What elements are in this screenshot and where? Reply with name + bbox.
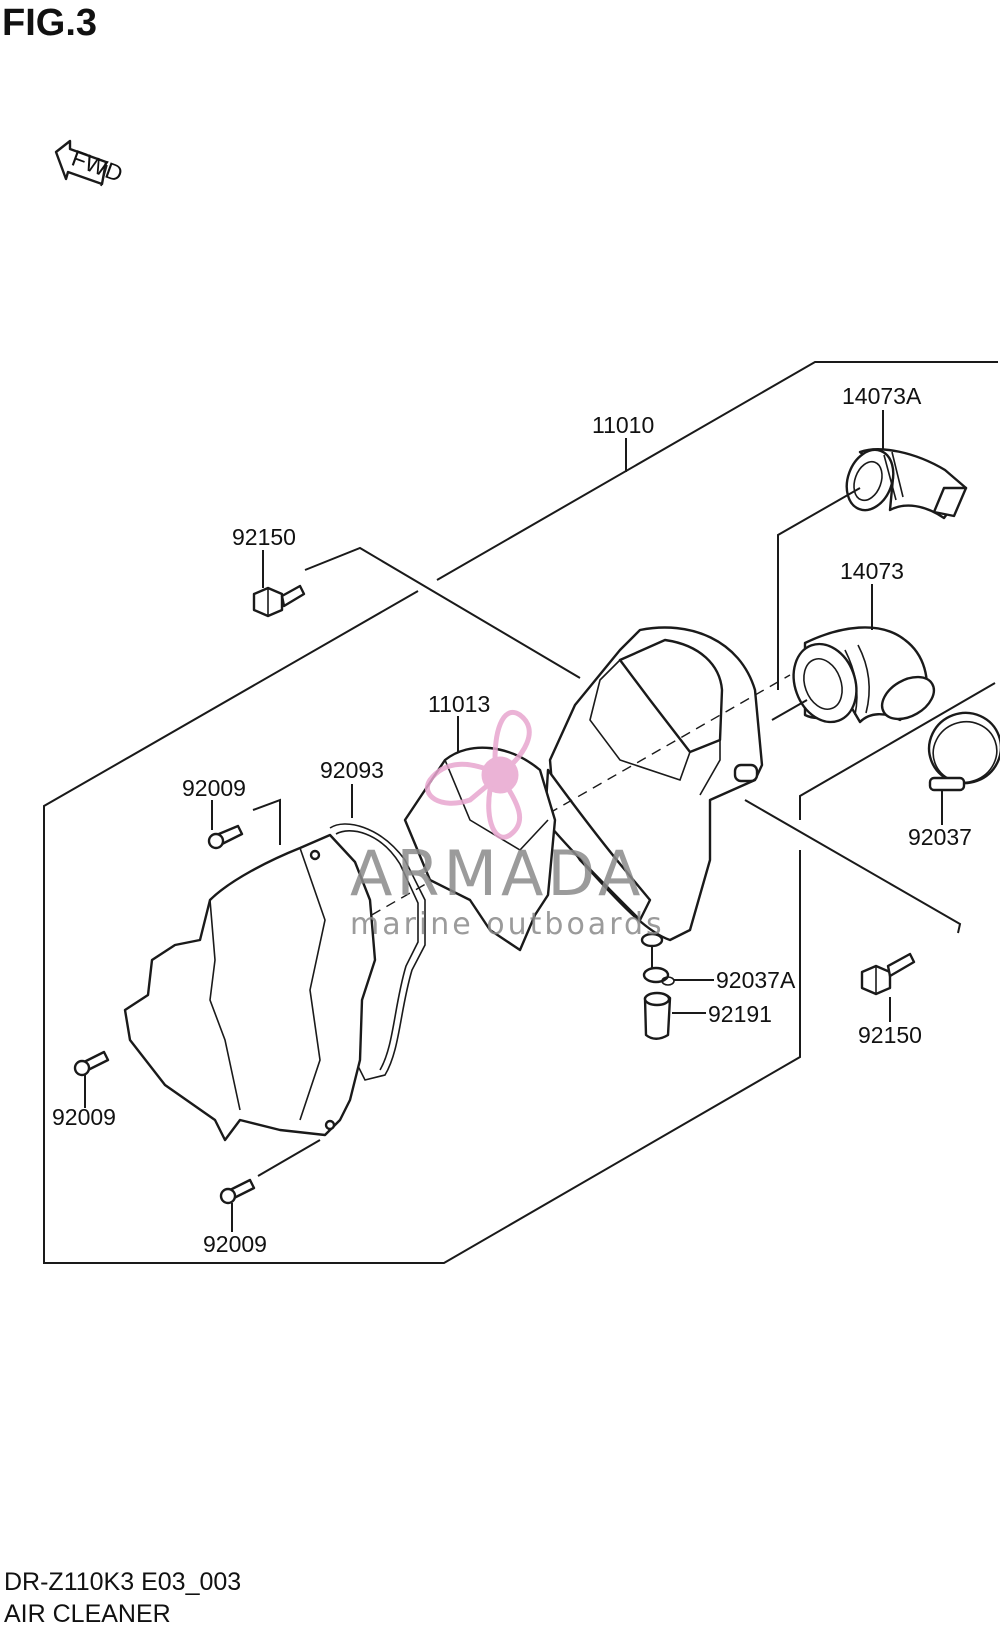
- diagram-name: AIR CLEANER: [4, 1600, 171, 1628]
- forward-arrow-icon: FWD: [54, 139, 126, 187]
- part-label-92150-lower: 92150: [858, 1022, 922, 1048]
- propeller-logo-icon: [425, 710, 532, 840]
- air-cleaner-case-11010: [179, 626, 791, 1026]
- intake-hose-14073: [771, 584, 936, 724]
- screw-92009-left: [73, 1050, 110, 1108]
- screw-92009-upper: [207, 798, 281, 850]
- assembly-frame: [43, 361, 998, 1264]
- part-label-92150-upper: 92150: [232, 524, 296, 550]
- part-label-92009-upper: 92009: [182, 775, 246, 801]
- bolt-92150-lower: [744, 799, 962, 1022]
- clip-92037a: [642, 945, 714, 986]
- elbow-hose-14073a: [777, 410, 968, 690]
- bolt-92150-upper: [252, 550, 306, 618]
- part-label-92009-left: 92009: [52, 1104, 116, 1130]
- part-label-14073a: 14073A: [842, 383, 922, 409]
- part-label-14073: 14073: [840, 558, 904, 584]
- part-label-92191: 92191: [708, 1001, 772, 1027]
- part-label-92093: 92093: [320, 757, 384, 783]
- figure-title: FIG.3: [2, 2, 98, 44]
- screw-92009-lower: [219, 1139, 321, 1232]
- part-label-92009-lower: 92009: [203, 1231, 267, 1257]
- watermark-tagline: marine outboards: [350, 907, 665, 942]
- part-label-11010: 11010: [592, 412, 654, 438]
- air-cleaner-cover: [123, 833, 377, 1142]
- watermark-brand: ARMADA: [350, 837, 644, 910]
- part-label-92037: 92037: [908, 824, 972, 850]
- part-label-92037a: 92037A: [716, 967, 796, 993]
- drain-plug-92191: [643, 991, 706, 1040]
- part-label-11013: 11013: [428, 691, 490, 717]
- armada-watermark: ARMADA marine outboards: [350, 710, 665, 942]
- hose-clamp-92037: [927, 711, 1000, 825]
- gasket-92093: [329, 784, 426, 1081]
- diagram-code: DR-Z110K3 E03_003: [4, 1568, 242, 1596]
